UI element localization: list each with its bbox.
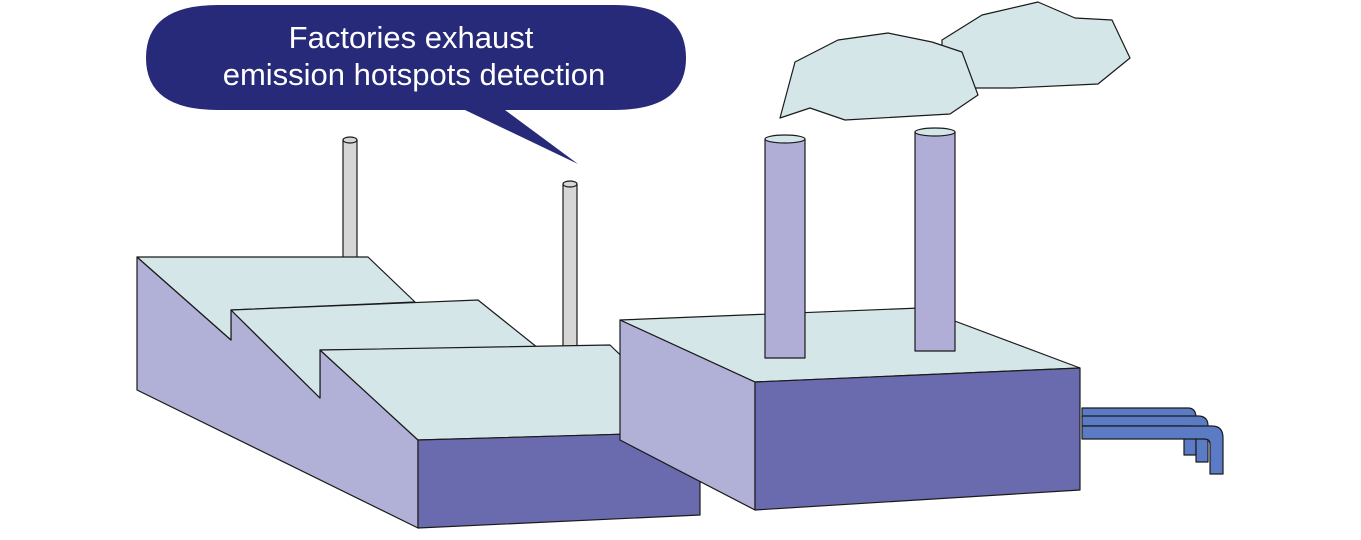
smoke-cloud-icon [779, 32, 979, 121]
smokestack-icon [562, 180, 578, 350]
factory-building-right [619, 307, 1081, 511]
building-right-front [754, 367, 1081, 511]
callout-shape [146, 5, 686, 164]
callout-bubble: Factories exhaust emission hotspots dete… [146, 5, 686, 164]
building-front-wall [417, 431, 701, 529]
thin-stacks [342, 136, 578, 350]
callout-text-line1: Factories exhaust [289, 20, 534, 55]
factory-building-left [136, 256, 701, 529]
smokestack-icon [342, 136, 358, 261]
callout-text-line2: emission hotspots detection [223, 57, 606, 92]
pipe-icon [1081, 425, 1224, 475]
smoke-clouds [779, 1, 1131, 121]
smokestack-icon [914, 127, 956, 352]
chimneys [764, 127, 956, 359]
outflow-pipes [1081, 407, 1224, 475]
smokestack-icon [764, 134, 806, 359]
